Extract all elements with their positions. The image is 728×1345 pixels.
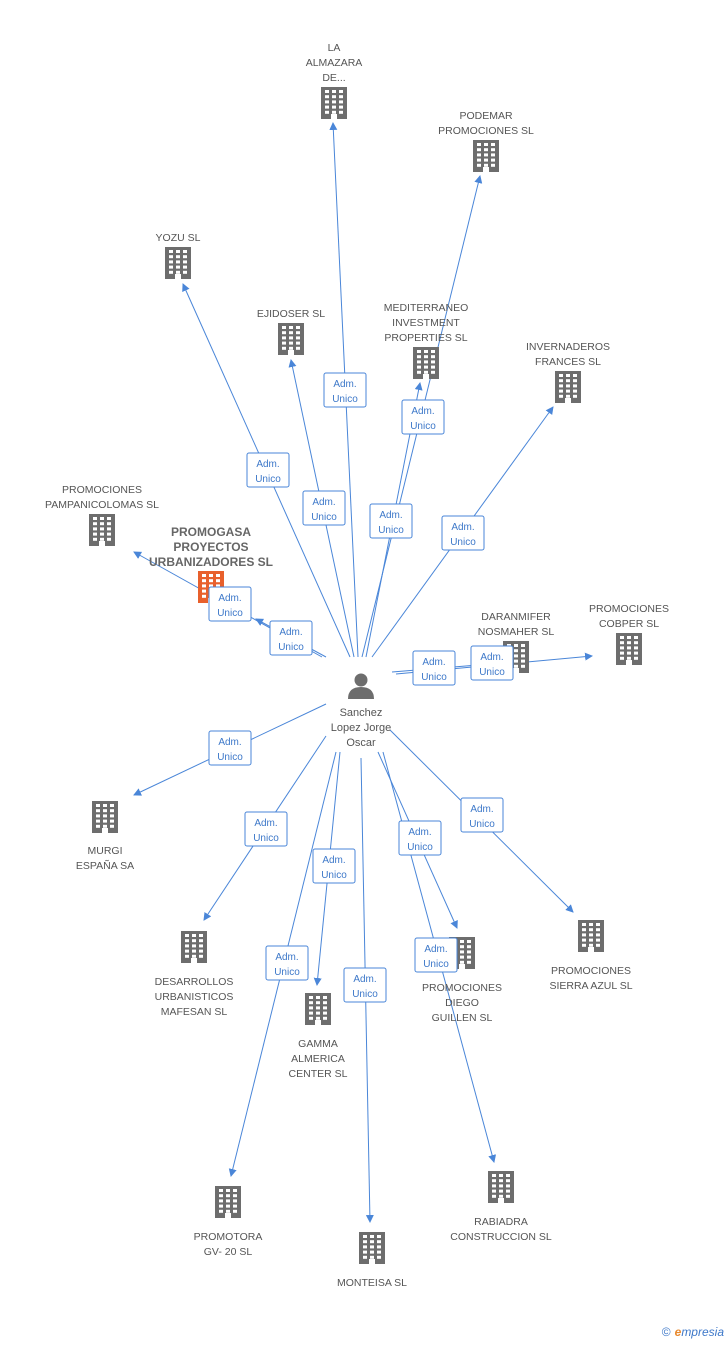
relation-badge-text: Adm.Unico <box>217 737 243 763</box>
relation-badge-text: Adm.Unico <box>352 974 378 1000</box>
person-icon[interactable] <box>348 673 374 700</box>
relation-badge-desarrollos[interactable]: Adm.Unico <box>244 811 288 847</box>
brand-logo-text: mpresia <box>681 1325 724 1339</box>
company-label-ejidoser: EJIDOSER SL <box>257 308 325 320</box>
relation-badge-text: Adm.Unico <box>421 657 447 683</box>
building-icon-invernaderos[interactable] <box>555 371 581 403</box>
relation-badge-yozu[interactable]: Adm.Unico <box>246 452 290 488</box>
relation-badge-text: Adm.Unico <box>332 379 358 405</box>
relation-badge-promogasa[interactable]: Adm.Unico <box>269 620 313 656</box>
relation-badge-pampanicolomas[interactable]: Adm.Unico <box>208 586 252 622</box>
relation-badge-text: Adm.Unico <box>253 818 279 844</box>
company-label-yozu: YOZU SL <box>156 232 201 244</box>
relation-badge-podemar[interactable]: Adm.Unico <box>401 399 445 435</box>
building-icon-mediterraneo[interactable] <box>413 347 439 379</box>
relation-badge-rabiadra[interactable]: Adm.Unico <box>414 937 458 973</box>
relation-badge-murgi[interactable]: Adm.Unico <box>208 730 252 766</box>
relation-badge-text: Adm.Unico <box>479 652 505 678</box>
relation-badge-text: Adm.Unico <box>274 952 300 978</box>
relation-badge-daranmifer[interactable]: Adm.Unico <box>412 650 456 686</box>
building-icon-murgi[interactable] <box>92 801 118 833</box>
building-icon-la-almazara[interactable] <box>321 87 347 119</box>
relation-badge-text: Adm.Unico <box>311 497 337 523</box>
brand-logo-initial: e <box>674 1325 682 1339</box>
footer-brand[interactable]: ©empresia <box>662 1325 724 1339</box>
building-icon-cobper[interactable] <box>616 633 642 665</box>
copyright-symbol: © <box>661 1325 671 1339</box>
relation-badge-text: Adm.Unico <box>217 593 243 619</box>
relation-badge-ejidoser[interactable]: Adm.Unico <box>302 490 346 526</box>
relation-badge-text: Adm.Unico <box>321 855 347 881</box>
building-icon-podemar[interactable] <box>473 140 499 172</box>
building-icon-ejidoser[interactable] <box>278 323 304 355</box>
building-icon-promotora-gv[interactable] <box>215 1186 241 1218</box>
relation-badge-text: Adm.Unico <box>469 804 495 830</box>
relation-badge-text: Adm.Unico <box>378 510 404 536</box>
company-label-monteisa: MONTEISA SL <box>337 1277 407 1289</box>
relation-badge-invernaderos[interactable]: Adm.Unico <box>441 515 485 551</box>
building-icon-yozu[interactable] <box>165 247 191 279</box>
building-icon-gamma[interactable] <box>305 993 331 1025</box>
building-icon-sierra-azul[interactable] <box>578 920 604 952</box>
building-icon-pampanicolomas[interactable] <box>89 514 115 546</box>
building-icon-desarrollos[interactable] <box>181 931 207 963</box>
building-icon-rabiadra[interactable] <box>488 1171 514 1203</box>
relation-badge-text: Adm.Unico <box>410 406 436 432</box>
relation-badge-text: Adm.Unico <box>255 459 281 485</box>
relation-badge-text: Adm.Unico <box>450 522 476 548</box>
relation-badge-diego-guillen[interactable]: Adm.Unico <box>398 820 442 856</box>
relation-badge-promotora-gv[interactable]: Adm.Unico <box>265 945 309 981</box>
relation-badge-monteisa[interactable]: Adm.Unico <box>343 967 387 1003</box>
relation-badge-text: Adm.Unico <box>278 627 304 653</box>
relation-badge-gamma[interactable]: Adm.Unico <box>312 848 356 884</box>
relation-badge-mediterraneo[interactable]: Adm.Unico <box>369 503 413 539</box>
relation-badge-text: Adm.Unico <box>423 944 449 970</box>
relation-badge-la-almazara[interactable]: Adm.Unico <box>323 372 367 408</box>
relation-badge-sierra-azul[interactable]: Adm.Unico <box>460 797 504 833</box>
building-icon-monteisa[interactable] <box>359 1232 385 1264</box>
relation-badge-cobper[interactable]: Adm.Unico <box>470 645 514 681</box>
relation-badge-text: Adm.Unico <box>407 827 433 853</box>
